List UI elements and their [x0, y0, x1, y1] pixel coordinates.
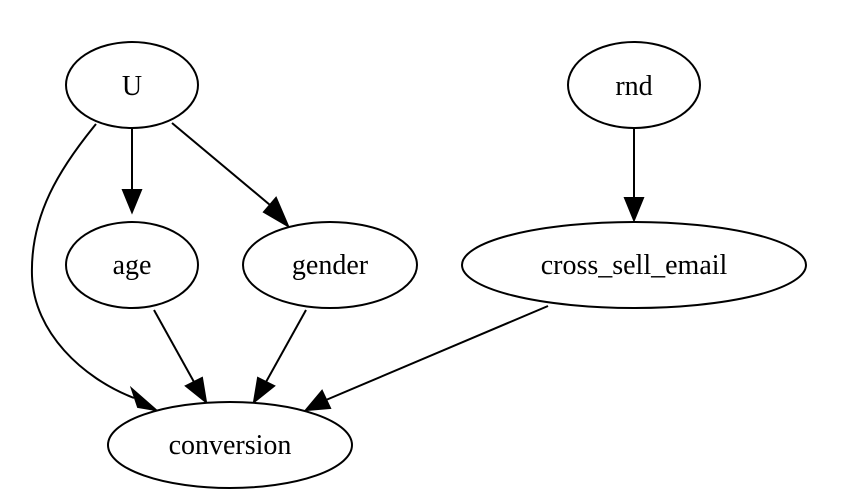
node-gender-label: gender — [292, 250, 369, 281]
node-conversion-label: conversion — [169, 430, 292, 461]
node-age-label: age — [113, 250, 152, 281]
node-u[interactable]: U — [65, 41, 199, 129]
nodes: U rnd age gender cross_sell_email conver… — [65, 41, 807, 489]
node-cross-sell-email[interactable]: cross_sell_email — [461, 221, 807, 309]
node-u-label: U — [122, 71, 142, 102]
node-rnd-label: rnd — [615, 71, 652, 102]
edge-cross-sell-email-to-conversion — [303, 305, 549, 412]
node-cross-sell-email-label: cross_sell_email — [541, 250, 728, 281]
edge-u-to-age — [121, 128, 143, 215]
edge-u-to-conversion — [30, 123, 160, 412]
edges — [30, 122, 645, 412]
node-rnd[interactable]: rnd — [567, 41, 701, 129]
edge-u-to-gender — [171, 122, 291, 229]
edge-rnd-to-cross-sell-email — [623, 128, 645, 223]
edge-age-to-conversion — [153, 309, 208, 405]
node-age[interactable]: age — [65, 221, 199, 309]
node-conversion[interactable]: conversion — [107, 401, 353, 489]
edge-gender-to-conversion — [252, 309, 307, 405]
node-gender[interactable]: gender — [242, 221, 418, 309]
